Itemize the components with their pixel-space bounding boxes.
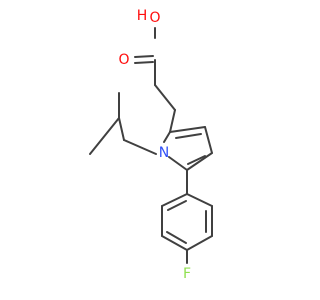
bond-ring-c3-c4 bbox=[204, 126, 213, 154]
bond-ring-c2-c3-inner bbox=[175, 133, 202, 139]
bond-ph-4-inner bbox=[166, 231, 187, 244]
bond-ring-n-c2 bbox=[163, 131, 171, 143]
bond-c3-ring bbox=[169, 109, 176, 133]
hydroxyl-oxygen-label: O bbox=[149, 10, 160, 26]
bond-ch2-ch bbox=[118, 117, 125, 141]
bond-c2-c3 bbox=[154, 84, 176, 111]
hydroxyl-hydrogen-label: H bbox=[137, 8, 148, 24]
bond-ph-6-inner bbox=[167, 200, 187, 211]
bond-ph-3 bbox=[186, 235, 213, 251]
bond-ring-c4-c5-inner bbox=[187, 155, 206, 165]
bond-ph-1 bbox=[186, 193, 213, 207]
bond-ph-6 bbox=[161, 193, 188, 207]
atom-labels: H O O N F bbox=[118, 8, 191, 282]
bonds bbox=[89, 27, 213, 264]
bond-ph-4 bbox=[161, 235, 188, 251]
bond-n-ch2 bbox=[123, 139, 157, 155]
bond-ring-c4-c5 bbox=[186, 152, 213, 171]
bond-ch-ch3-b bbox=[89, 117, 120, 155]
carbonyl-oxygen-label: O bbox=[118, 52, 129, 68]
molecule-diagram: H O O N F bbox=[89, 8, 213, 282]
bond-ring-c5-n bbox=[168, 156, 188, 171]
bond-c1-o-double-a bbox=[134, 55, 154, 58]
fluorine-label: F bbox=[183, 266, 191, 282]
bond-ring-c2-c3 bbox=[169, 126, 206, 133]
bond-c1-o-double-b bbox=[134, 61, 154, 64]
nitrogen-label: N bbox=[159, 145, 169, 161]
